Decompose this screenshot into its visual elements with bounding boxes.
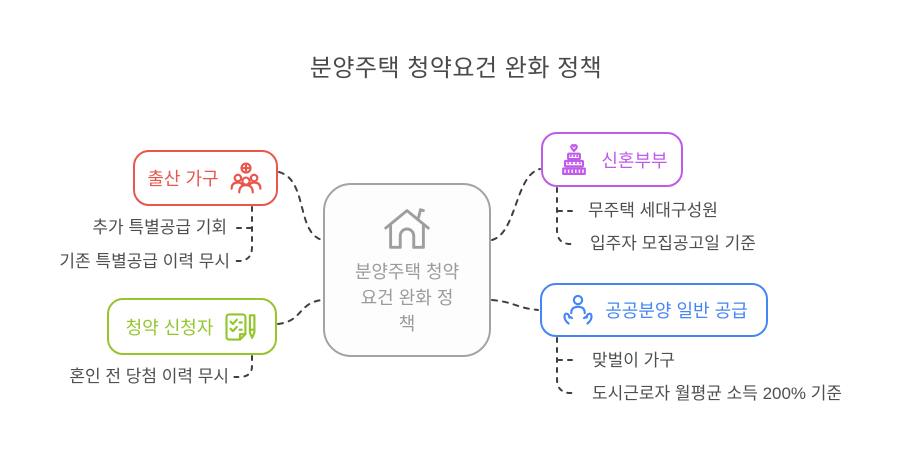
house-icon bbox=[380, 203, 434, 255]
edge-center-to-newlywed bbox=[491, 168, 541, 241]
branch-label: 청약 신청자 bbox=[125, 317, 214, 338]
leaf-item: 추가 특별공급 기회 bbox=[92, 218, 227, 237]
center-node[interactable]: 분양주택 청약 요건 완화 정 책 bbox=[323, 183, 491, 357]
branch-node-subscription-applicant[interactable]: 청약 신청자 bbox=[107, 298, 277, 355]
center-node-label: 분양주택 청약 요건 완화 정 책 bbox=[354, 262, 460, 334]
checklist-pen-icon bbox=[222, 309, 258, 345]
leaf-item: 맞벌이 가구 bbox=[592, 351, 675, 370]
leaf-item: 무주택 세대구성원 bbox=[588, 201, 718, 220]
edge-birth-children bbox=[233, 206, 253, 262]
edge-center-to-public bbox=[491, 299, 539, 311]
family-plus-icon bbox=[228, 160, 264, 196]
leaf-item: 기존 특별공급 이력 무시 bbox=[59, 252, 230, 271]
leaf-item: 혼인 전 당첨 이력 무시 bbox=[69, 367, 229, 386]
branch-label: 출산 가구 bbox=[147, 169, 219, 189]
caring-hands-person-icon bbox=[560, 292, 596, 328]
wedding-cake-icon bbox=[556, 142, 592, 178]
branch-node-newlywed-couple[interactable]: 신혼부부 bbox=[541, 132, 683, 187]
branch-node-public-general-supply[interactable]: 공공분양 일반 공급 bbox=[540, 283, 768, 337]
edge-newlywed-children bbox=[556, 187, 577, 245]
branch-node-birth-household[interactable]: 출산 가구 bbox=[133, 150, 278, 206]
branch-label: 신혼부부 bbox=[601, 150, 668, 171]
leaf-item: 입주자 모집공고일 기준 bbox=[590, 234, 756, 253]
edge-applicant-child1 bbox=[233, 355, 253, 378]
edge-center-to-applicant bbox=[277, 299, 323, 325]
edge-center-to-birth bbox=[278, 171, 323, 241]
page-title: 분양주택 청약요건 완화 정책 bbox=[309, 55, 603, 82]
edge-public-children bbox=[556, 337, 577, 394]
leaf-item: 도시근로자 월평균 소득 200% 기준 bbox=[592, 384, 843, 403]
branch-label: 공공분양 일반 공급 bbox=[605, 301, 748, 321]
